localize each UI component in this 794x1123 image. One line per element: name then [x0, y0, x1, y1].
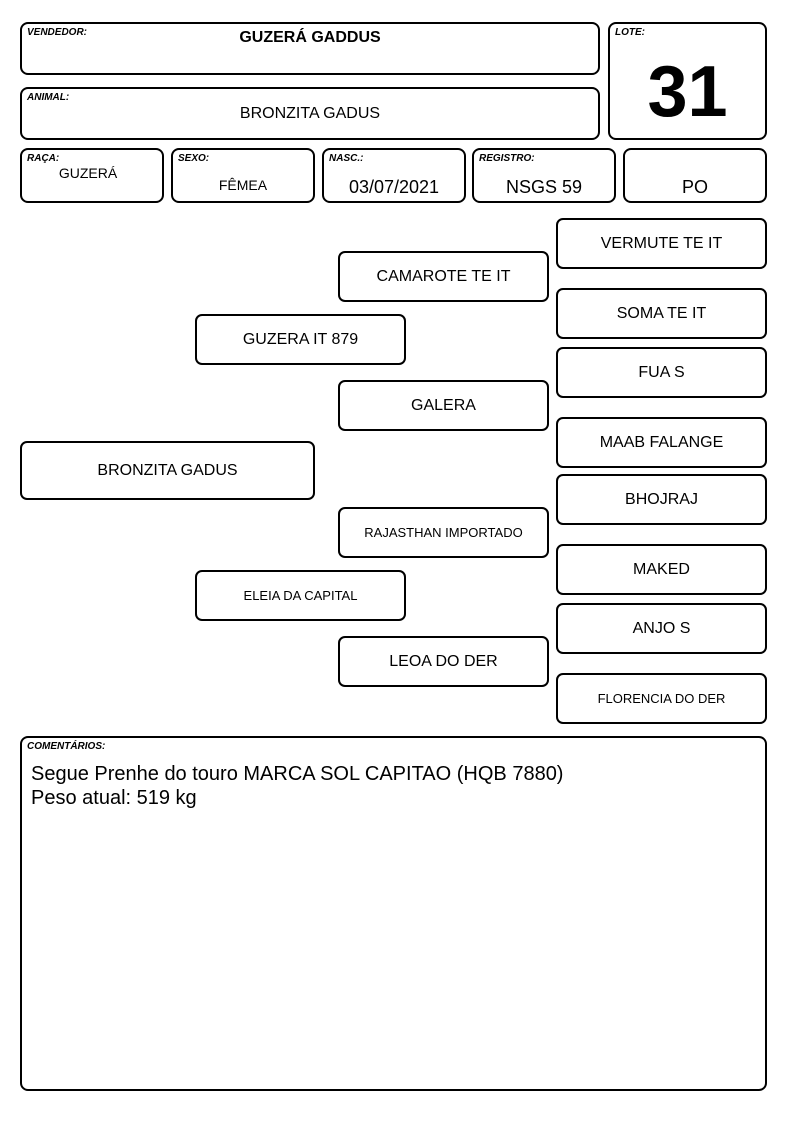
vendedor-box: VENDEDOR: GUZERÁ GADDUS	[20, 22, 600, 75]
pedigree-dam-sire: RAJASTHAN IMPORTADO	[338, 507, 549, 558]
vendedor-value: GUZERÁ GADDUS	[239, 29, 381, 46]
nasc-label: NASC.:	[329, 153, 364, 164]
pedigree-ggp-3: FUA S	[556, 347, 767, 398]
vendedor-label: VENDEDOR:	[27, 27, 88, 38]
pedigree-dam: ELEIA DA CAPITAL	[195, 570, 406, 621]
pedigree-ggp-1: VERMUTE TE IT	[556, 218, 767, 269]
lote-box: LOTE: 31	[608, 22, 767, 140]
registro-box: REGISTRO: NSGS 59	[472, 148, 616, 203]
lote-number: 31	[647, 52, 728, 132]
comments-text: Segue Prenhe do touro MARCA SOL CAPITAO …	[31, 763, 564, 809]
animal-label: ANIMAL:	[27, 92, 70, 103]
raca-box: RAÇA: GUZERÁ	[20, 148, 164, 203]
categoria-value: PO	[681, 177, 708, 197]
nasc-value: 03/07/2021	[348, 177, 440, 197]
comments-box: COMENTÁRIOS: Segue Prenhe do touro MARCA…	[20, 736, 767, 1091]
animal-value: BRONZITA GADUS	[239, 105, 381, 122]
categoria-box: PO	[623, 148, 767, 203]
raca-value: GUZERÁ	[58, 165, 118, 181]
registro-label: REGISTRO:	[479, 153, 535, 164]
raca-label: RAÇA:	[27, 153, 60, 164]
pedigree-animal: BRONZITA GADUS	[20, 441, 315, 500]
pedigree-sire: GUZERA IT 879	[195, 314, 406, 365]
lote-label: LOTE:	[615, 27, 645, 38]
pedigree-ggp-5: BHOJRAJ	[556, 474, 767, 525]
pedigree-ggp-4: MAAB FALANGE	[556, 417, 767, 468]
pedigree-ggp-2: SOMA TE IT	[556, 288, 767, 339]
pedigree-dam-dam: LEOA DO DER	[338, 636, 549, 687]
nasc-box: NASC.: 03/07/2021	[322, 148, 466, 203]
animal-box: ANIMAL: BRONZITA GADUS	[20, 87, 600, 140]
pedigree-sire-dam: GALERA	[338, 380, 549, 431]
pedigree-ggp-6: MAKED	[556, 544, 767, 595]
pedigree-sire-sire: CAMAROTE TE IT	[338, 251, 549, 302]
registro-value: NSGS 59	[505, 177, 583, 197]
sexo-label: SEXO:	[178, 153, 210, 164]
pedigree-ggp-8: FLORENCIA DO DER	[556, 673, 767, 724]
sexo-box: SEXO: FÊMEA	[171, 148, 315, 203]
sexo-value: FÊMEA	[218, 177, 268, 193]
pedigree-ggp-7: ANJO S	[556, 603, 767, 654]
comments-label: COMENTÁRIOS:	[27, 741, 106, 752]
